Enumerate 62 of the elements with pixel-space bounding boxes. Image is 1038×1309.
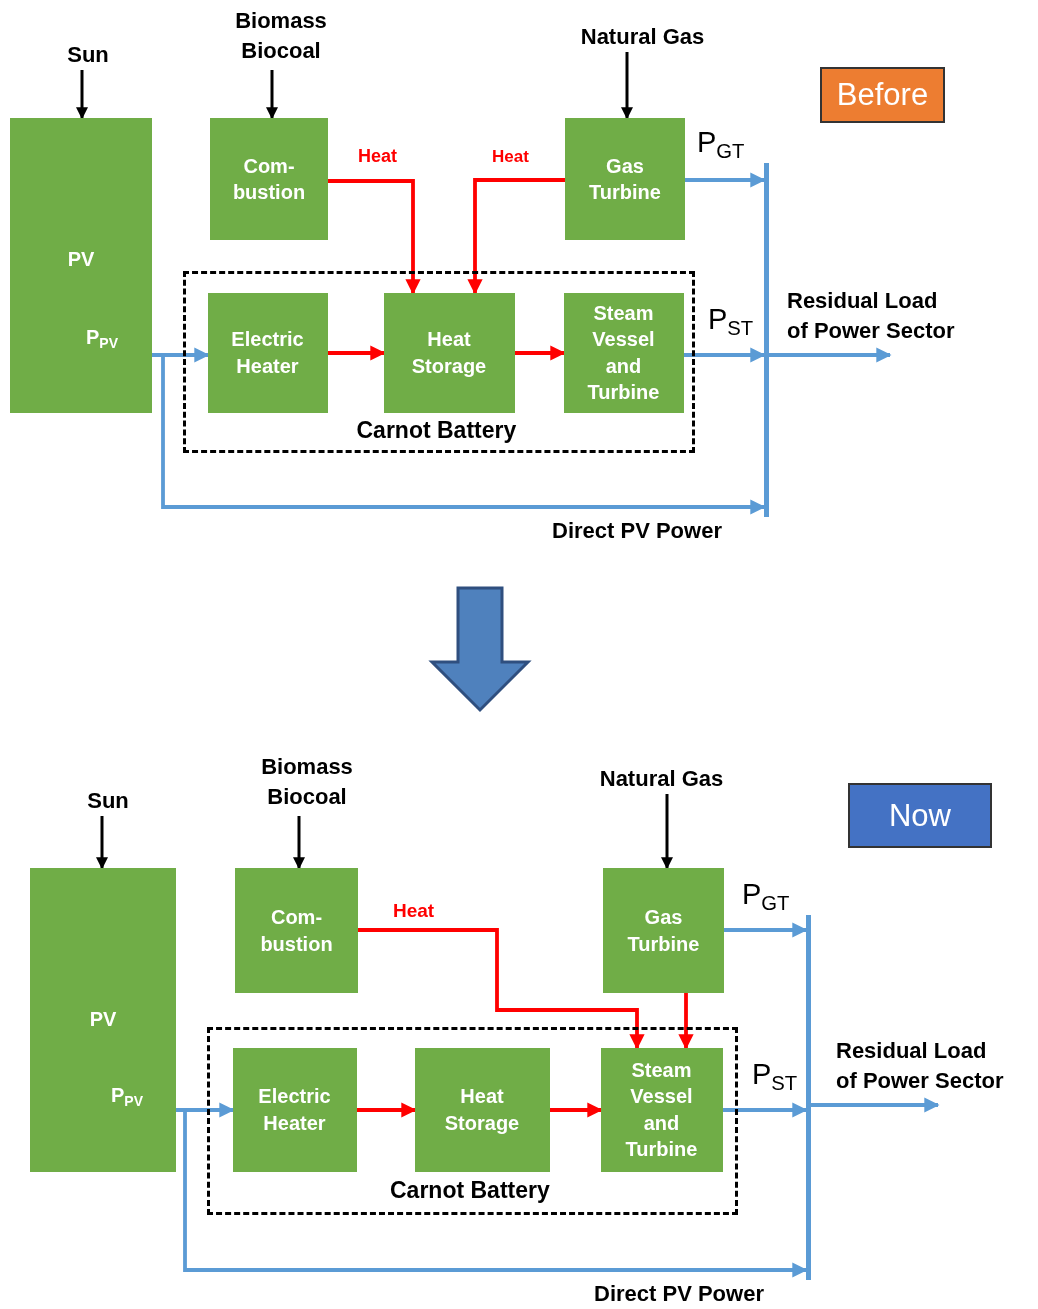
bus-bar [806,915,811,1280]
power-label: P$_{GT}$ [697,127,745,162]
process-box [414,1047,550,1172]
arrow [358,928,645,1050]
box-label: Electric Heater [257,1084,332,1136]
box-label: PV [88,1007,118,1032]
power-label: P$_{ST}$ [708,304,754,339]
process-box [600,1047,723,1172]
arrow [661,794,673,870]
process-box [565,118,685,240]
dashed-group-box [207,1027,738,1215]
dashed-group-box [183,271,695,453]
process-box [30,868,176,1172]
arrow [621,52,633,120]
process-box [235,868,358,993]
input-label: Sun [80,786,136,816]
input-label: Biomass Biocoal [252,752,367,812]
status-badge [848,783,992,848]
process-box [10,118,152,413]
box-label: Com- bustion [259,905,334,957]
arrow [769,347,892,363]
arrow [811,1097,940,1113]
box-label: Gas Turbine [626,905,701,957]
input-label: Natural Gas [565,22,720,52]
box-label: PV [66,247,96,272]
process-box [383,292,515,413]
arrow [467,178,565,295]
arrow [684,347,766,363]
power-label: P$_{ST}$ [752,1059,798,1094]
process-box [603,868,724,993]
input-label: Biomass Biocoal [226,6,341,66]
power-label: P$_{GT}$ [742,879,790,914]
box-label: Heat Storage [443,1084,521,1136]
arrow [328,179,421,295]
box-label: Now [889,797,951,834]
arrow [685,172,766,188]
process-box [210,118,328,240]
arrow [76,70,88,120]
power-label: P$_{PV}$ [111,1083,145,1111]
box-label: Steam Vessel and Turbine [586,300,661,405]
arrow [266,70,278,120]
box-label: Heat Storage [410,327,488,379]
box-label: Gas Turbine [588,153,662,205]
arrow [724,922,808,938]
box-label: Com- bustion [231,153,307,205]
bus-bar [764,163,769,517]
process-box [207,292,328,413]
box-label: Electric Heater [230,327,305,379]
arrow [723,1102,808,1118]
output-label: Residual Load of Power Sector [836,1036,1038,1105]
input-label: Sun [62,40,114,70]
output-label: Residual Load of Power Sector [787,286,1002,355]
process-box [232,1047,357,1172]
arrow [293,816,305,870]
arrow [96,816,108,870]
arrow [678,993,694,1050]
box-label: Steam Vessel and Turbine [624,1057,699,1162]
input-label: Natural Gas [584,764,739,794]
power-label: P$_{PV}$ [86,325,120,353]
box-label: Before [836,77,929,113]
process-box [563,292,684,413]
status-badge [820,67,945,123]
